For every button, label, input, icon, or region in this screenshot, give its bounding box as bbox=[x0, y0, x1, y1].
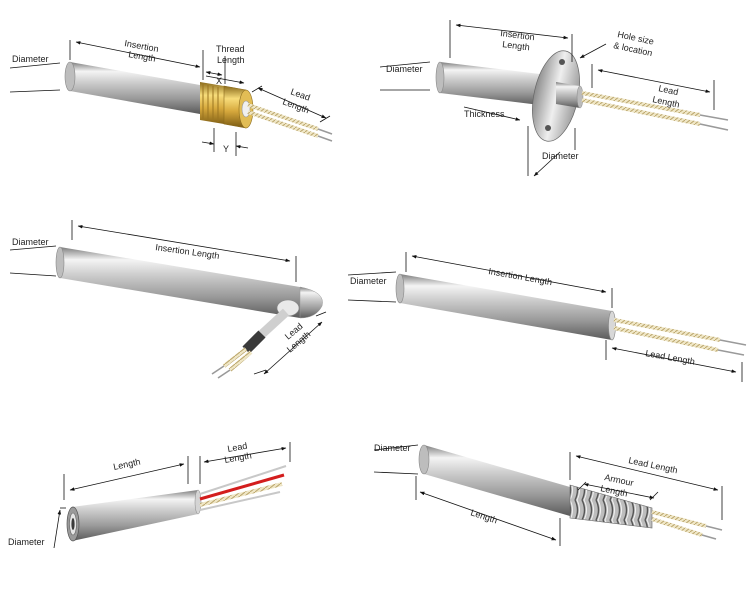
dimension-lines bbox=[379, 20, 715, 177]
thread-length-label-2: Length bbox=[217, 55, 245, 65]
lead-wires bbox=[613, 318, 747, 356]
heater-sheath bbox=[435, 61, 548, 106]
dimension-lines bbox=[53, 442, 291, 549]
flange-plate bbox=[532, 50, 584, 142]
dimension-lines bbox=[9, 220, 327, 375]
lead-wires bbox=[199, 465, 287, 511]
diameter-label: Diameter bbox=[350, 276, 387, 286]
brass-thread-fitting bbox=[200, 82, 254, 129]
panel-flanged: Insertion Length Hole size & location Di… bbox=[379, 20, 729, 177]
lead-wires bbox=[247, 103, 333, 142]
length-label: Length bbox=[112, 456, 141, 472]
dimension-lines bbox=[9, 40, 331, 156]
panel-short: Length Lead Length Diameter bbox=[8, 441, 291, 549]
length-label: Length bbox=[469, 507, 498, 525]
lead-length-label-1: Lead bbox=[227, 441, 248, 454]
lead-length-label-1: Lead bbox=[658, 83, 680, 97]
panel-right-angle: Diameter Insertion Length Lead Length bbox=[9, 220, 327, 379]
heater-sheath bbox=[55, 246, 323, 319]
lead-wires bbox=[651, 510, 723, 540]
diameter-label: Diameter bbox=[386, 64, 423, 74]
lead-length-label: Lead Length bbox=[628, 455, 679, 475]
heater-sheath bbox=[395, 273, 616, 341]
lead-length-label-2: Length bbox=[224, 450, 253, 465]
heater-sheath bbox=[64, 61, 200, 114]
thickness-label: Thickness bbox=[464, 109, 505, 119]
flange-diameter-label: Diameter bbox=[542, 151, 579, 161]
diameter-label: Diameter bbox=[8, 537, 45, 547]
insertion-length-label: Insertion Length bbox=[155, 242, 220, 261]
panel-straight: Diameter Insertion Length Lead Length bbox=[347, 252, 747, 382]
heater-sheath bbox=[66, 489, 202, 542]
panel-armoured: Diameter Lead Length Armour Length Lengt… bbox=[373, 443, 723, 546]
heater-sheath bbox=[418, 444, 570, 516]
diameter-label: Diameter bbox=[12, 237, 49, 247]
lead-wires bbox=[211, 308, 290, 379]
dimension-lines bbox=[347, 252, 743, 382]
insertion-length-label-2: Length bbox=[502, 39, 531, 52]
insertion-length-label: Insertion Length bbox=[488, 266, 553, 287]
diameter-label: Diameter bbox=[374, 443, 411, 453]
panel-threaded: Diameter Insertion Length Thread Length … bbox=[9, 38, 333, 156]
dimension-lines bbox=[373, 444, 723, 546]
y-label: Y bbox=[223, 144, 229, 154]
lead-length-label: Lead Length bbox=[645, 348, 696, 367]
insertion-length-label-1: Insertion bbox=[500, 28, 535, 42]
thread-length-label-1: Thread bbox=[216, 44, 245, 54]
diameter-label: Diameter bbox=[12, 54, 49, 64]
x-label: X bbox=[216, 76, 222, 86]
insertion-length-label-2: Length bbox=[128, 49, 157, 64]
lead-wires bbox=[581, 91, 729, 131]
